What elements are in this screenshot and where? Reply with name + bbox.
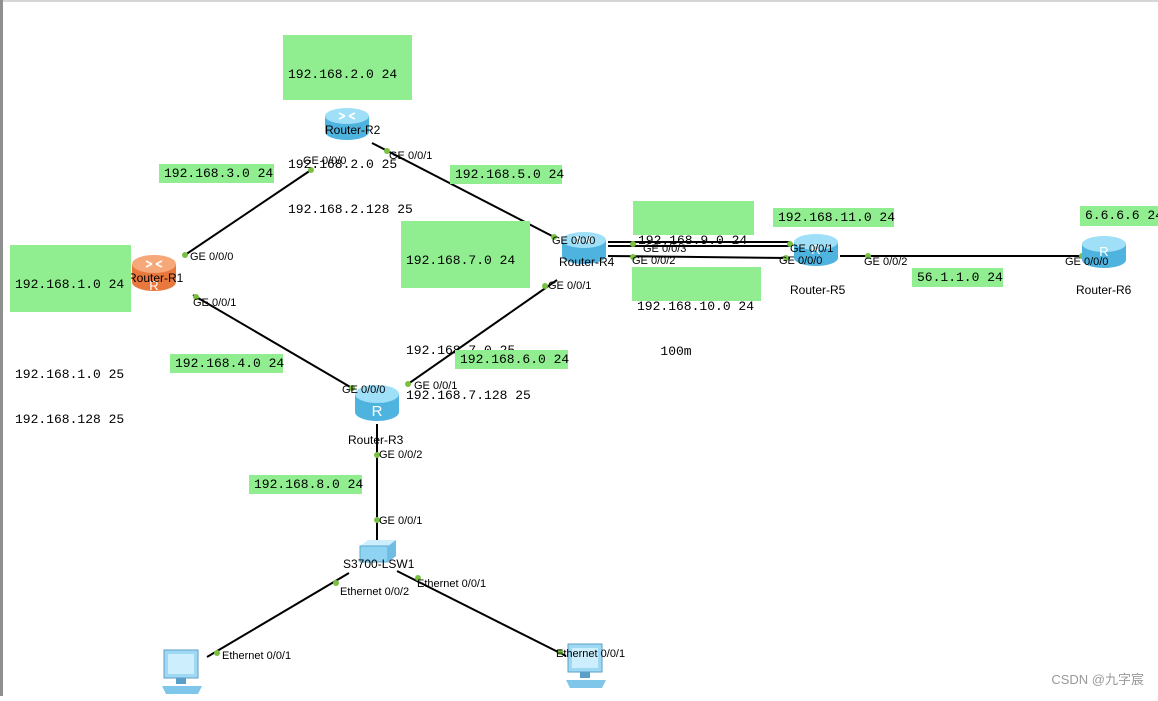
port-dot	[214, 650, 220, 656]
canvas-left-border	[0, 0, 3, 696]
switch-name: S3700-LSW1	[343, 557, 415, 571]
port-label: Ethernet 0/0/1	[556, 648, 626, 660]
port-label: GE 0/0/0	[342, 384, 386, 396]
link-r1-r2	[184, 169, 312, 256]
port-dot	[193, 294, 199, 300]
net-r4-r5-1000m: 192.168.9.0 24 1000m	[633, 201, 754, 293]
router-r2-node[interactable]	[323, 104, 371, 149]
port-dot	[374, 517, 380, 523]
net-r3-sw: 192.168.8.0 24	[249, 475, 363, 494]
port-label: GE 0/0/1	[389, 150, 433, 162]
watermark: CSDN @九字宸	[1051, 672, 1144, 687]
router-r4-name: Router-R4	[559, 255, 615, 269]
port-dot	[787, 241, 793, 247]
link-sw-pc2	[396, 570, 567, 657]
router-icon	[562, 232, 606, 264]
port-label: GE 0/0/0	[190, 251, 234, 263]
pc2-node[interactable]	[562, 640, 612, 701]
canvas-top-border	[0, 0, 1158, 2]
router-icon: R	[132, 255, 176, 293]
net-r5-r6: 56.1.1.0 24	[912, 268, 1003, 287]
port-dot	[557, 649, 563, 655]
port-label: GE 0/0/1	[414, 380, 458, 392]
port-label: Ethernet 0/0/1	[417, 578, 487, 590]
port-label: Ethernet 0/0/2	[340, 586, 410, 598]
net-r4-r5-100m: 192.168.10.0 24 100m	[632, 267, 761, 359]
port-dot	[630, 254, 636, 260]
port-label: GE 0/0/1	[790, 243, 834, 255]
port-dot	[783, 255, 789, 261]
port-dot	[384, 148, 390, 154]
router-r5-node[interactable]: R	[792, 230, 840, 275]
port-label: GE 0/0/0	[552, 235, 596, 247]
port-label: GE 0/0/3	[643, 243, 687, 255]
svg-text:R: R	[372, 403, 383, 420]
port-dot	[308, 167, 314, 173]
router-icon: R	[794, 234, 838, 266]
router-r6-name: Router-R6	[1076, 283, 1132, 297]
net-r3-r4: 192.168.6.0 24	[455, 350, 569, 369]
pc-icon	[162, 649, 202, 694]
link-r4-r5-b	[607, 255, 791, 259]
switch-node[interactable]	[358, 538, 398, 569]
port-dot	[349, 385, 355, 391]
r1-lan-subnets: 192.168.1.0 24 192.168.1.0 25 192.168.12…	[10, 245, 131, 427]
router-r3-name: Router-R3	[348, 433, 404, 447]
port-label: GE 0/0/1	[379, 515, 423, 527]
port-label: GE 0/0/2	[379, 449, 423, 461]
port-label: GE 0/0/2	[632, 255, 676, 267]
router-r5-name: Router-R5	[790, 283, 846, 297]
port-label: GE 0/0/2	[864, 256, 908, 268]
r4-lan-subnets: 192.168.7.0 24 192.168.7.0 25 192.168.7.…	[401, 221, 531, 403]
port-dot	[405, 381, 411, 387]
router-r6-node[interactable]: R	[1080, 232, 1128, 277]
router-r2-name: Router-R2	[325, 123, 381, 137]
port-label: GE 0/0/0	[779, 255, 823, 267]
net-r1-r2: 192.168.3.0 24	[159, 164, 274, 183]
port-label: GE 0/0/1	[548, 280, 592, 292]
port-dot	[865, 253, 871, 259]
link-r1-r3	[192, 294, 353, 389]
router-icon	[325, 108, 369, 140]
router-r1-name: Router-R1	[128, 271, 184, 285]
port-label: GE 0/0/0	[1065, 256, 1109, 268]
pc1-node[interactable]	[158, 646, 208, 701]
switch-icon	[359, 540, 396, 563]
net-r5-lan: 192.168.11.0 24	[773, 208, 895, 227]
port-label: GE 0/0/0	[303, 155, 347, 167]
port-dot	[542, 283, 548, 289]
link-sw-pc1	[206, 572, 350, 658]
router-r3-node[interactable]: R	[353, 382, 401, 431]
pc-icon	[566, 643, 606, 688]
net-r1-r3: 192.168.4.0 24	[170, 354, 284, 373]
port-dot	[551, 234, 557, 240]
port-dot	[333, 580, 339, 586]
net-r2-r4: 192.168.5.0 24	[450, 165, 564, 184]
port-dot	[415, 575, 421, 581]
router-icon: R	[355, 385, 399, 421]
port-label: Ethernet 0/0/1	[222, 650, 292, 662]
router-r1-node[interactable]: R	[130, 252, 178, 301]
router-r4-node[interactable]	[560, 228, 608, 273]
port-dot	[182, 252, 188, 258]
svg-text:R: R	[149, 278, 158, 293]
router-icon: R	[1082, 236, 1126, 268]
svg-text:R: R	[1099, 244, 1108, 259]
link-r4-r3	[407, 279, 558, 385]
port-dot	[374, 452, 380, 458]
svg-text:R: R	[811, 242, 820, 257]
port-label: GE 0/0/1	[193, 297, 237, 309]
port-dot	[630, 241, 636, 247]
r2-lan-subnets: 192.168.2.0 24 192.168.2.0 25 192.168.2.…	[283, 35, 413, 217]
net-r6-loopback: 6.6.6.6 24	[1080, 206, 1158, 226]
